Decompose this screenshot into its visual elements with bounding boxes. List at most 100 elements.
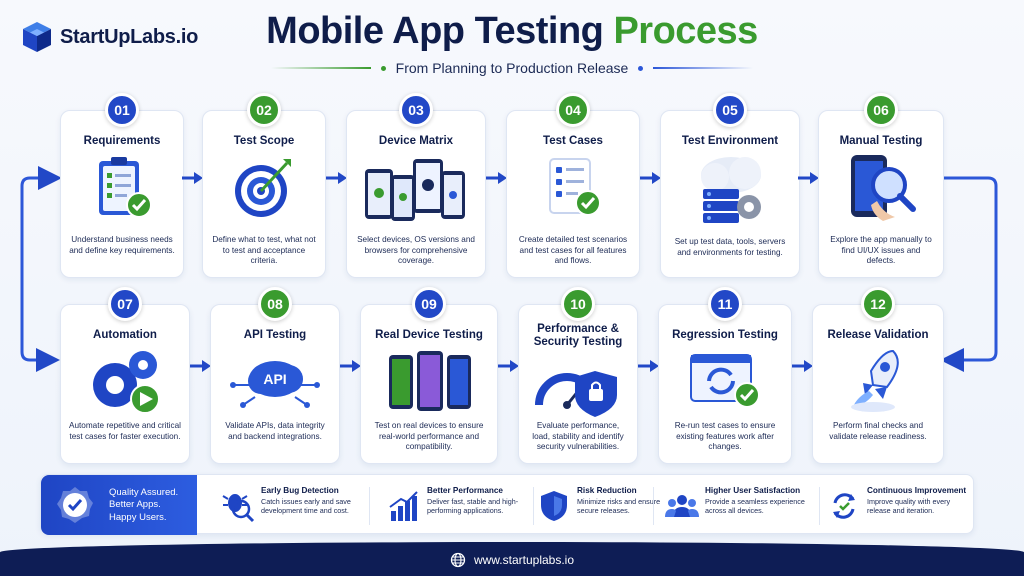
flow-arrow-icon	[340, 360, 361, 372]
benefit-description: Provide a seamless experience across all…	[705, 497, 805, 516]
gauge-shield-icon	[535, 371, 617, 417]
step-card-performance-security: 10 Performance & Security Testing Evalua…	[518, 287, 638, 464]
bug-magnifier-icon	[222, 494, 255, 523]
divider-dot	[638, 65, 644, 71]
cloud-server-icon	[701, 157, 761, 223]
growth-chart-icon	[389, 491, 418, 521]
benefit-title: Higher User Satisfaction	[705, 486, 801, 495]
step-number-badge: 10	[561, 287, 595, 321]
benefit-divider	[369, 487, 370, 525]
flow-arrow-icon	[498, 360, 519, 372]
step-card-test-scope: 02 Test Scope Define what to test, what …	[202, 93, 326, 278]
title-accent: Process	[613, 10, 758, 52]
step-card-api-testing: 08 API Testing API Validate APIs, data i…	[210, 287, 340, 464]
step-card-device-matrix: 03 Device Matrix Select devices, OS vers…	[346, 93, 486, 278]
quality-line-1: Quality Assured.	[109, 487, 179, 498]
benefit-description: Catch issues early and save development …	[261, 497, 351, 516]
footer-url-row: www.startuplabs.io	[0, 552, 1024, 568]
step-card-real-device-testing: 09 Real Device Testing Test on real devi…	[360, 287, 498, 464]
step-number-badge: 09	[412, 287, 446, 321]
devices-icon	[365, 159, 465, 221]
quality-line-3: Happy Users.	[109, 511, 167, 523]
phones-icon	[389, 351, 471, 411]
step-title: Regression Testing	[672, 329, 778, 341]
step-title: Requirements	[83, 135, 161, 147]
benefit-title: Continuous Improvement	[867, 486, 967, 495]
benefit-risk-reduction: Risk Reduction Minimize risks and ensure…	[537, 483, 677, 529]
benefit-continuous-improvement: Continuous Improvement Improve quality w…	[827, 483, 973, 529]
divider-line	[270, 67, 371, 69]
gears-play-icon	[93, 351, 160, 414]
benefit-better-performance: Better Performance Deliver fast, stable …	[387, 483, 527, 529]
step-title: Test Cases	[543, 135, 603, 147]
step-number-badge: 01	[105, 93, 139, 127]
step-title: Performance & Security Testing	[533, 323, 623, 349]
step-number-badge: 05	[713, 93, 747, 127]
phone-magnifier-icon	[851, 155, 916, 221]
step-number-badge: 03	[399, 93, 433, 127]
step-number-badge: 11	[708, 287, 742, 321]
rocket-icon	[851, 349, 899, 412]
step-number-badge: 04	[556, 93, 590, 127]
benefit-description: Deliver fast, stable and high-performing…	[427, 497, 519, 516]
benefit-early-bug-detection: Early Bug Detection Catch issues early a…	[221, 483, 361, 529]
subtitle-row: From Planning to Production Release	[0, 60, 1024, 76]
step-card-requirements: 01 Requirements Understand business need…	[60, 93, 184, 278]
flow-arrow-icon	[640, 172, 661, 184]
step-title: Automation	[93, 329, 157, 341]
step-number-badge: 12	[861, 287, 895, 321]
clipboard-checklist-icon	[99, 157, 152, 218]
quality-assured-panel: Quality Assured. Better Apps. Happy User…	[41, 475, 197, 535]
step-description: Validate APIs, data integrity and backen…	[225, 421, 325, 441]
shield-icon	[541, 491, 567, 521]
target-icon	[235, 159, 291, 217]
page-title: Mobile App Testing Process	[0, 10, 1024, 53]
step-description: Explore the app manually to find UI/UX i…	[830, 235, 932, 266]
benefit-divider	[819, 487, 820, 525]
step-description: Select devices, OS versions and browsers…	[357, 235, 475, 266]
step-number-badge: 08	[258, 287, 292, 321]
step-title: Release Validation	[827, 329, 929, 341]
left-loop-connector	[20, 176, 60, 372]
benefit-title: Early Bug Detection	[261, 486, 339, 495]
step-title: Manual Testing	[839, 135, 923, 147]
benefit-divider	[653, 487, 654, 525]
users-icon	[665, 495, 699, 517]
title-main: Mobile App Testing	[266, 10, 614, 52]
step-description: Test on real devices to ensure real-worl…	[374, 421, 484, 452]
badge-check-icon	[57, 487, 93, 523]
step-description: Re-run test cases to ensure existing fea…	[674, 421, 776, 452]
flow-arrow-icon	[638, 360, 659, 372]
step-card-automation: 07 Automation Automate repetitive and cr…	[60, 287, 190, 464]
globe-icon	[450, 552, 466, 568]
right-loop-connector	[940, 176, 998, 372]
step-number-badge: 07	[108, 287, 142, 321]
step-description: Create detailed test scenarios and test …	[518, 235, 628, 266]
benefit-title: Better Performance	[427, 486, 503, 495]
benefit-divider	[533, 487, 534, 525]
step-card-release-validation: 12 Release Validation Perform final chec…	[812, 287, 944, 464]
step-card-test-environment: 05 Test Environment Set up test data, to…	[660, 93, 800, 278]
cube-logo-icon	[23, 22, 51, 52]
benefit-higher-user-satisfaction: Higher User Satisfaction Provide a seaml…	[665, 483, 815, 529]
footer-bar: www.startuplabs.io	[0, 542, 1024, 576]
api-label: API	[263, 371, 287, 387]
footer-url[interactable]: www.startuplabs.io	[473, 553, 575, 567]
step-title: Test Environment	[681, 135, 779, 147]
flow-arrow-icon	[326, 172, 347, 184]
step-card-manual-testing: 06 Manual Testing Explore the app manual…	[818, 93, 944, 278]
step-description: Set up test data, tools, servers and env…	[674, 237, 786, 257]
step-title: Test Scope	[233, 135, 295, 147]
test-document-icon	[549, 158, 601, 216]
benefit-description: Minimize risks and ensure secure release…	[577, 497, 661, 516]
step-description: Define what to test, what not to test an…	[212, 235, 316, 266]
step-description: Evaluate performance, load, stability an…	[532, 421, 624, 452]
flow-arrow-icon	[798, 172, 819, 184]
step-description: Automate repetitive and critical test ca…	[69, 421, 181, 441]
step-number-badge: 06	[864, 93, 898, 127]
step-title: Real Device Testing	[375, 329, 483, 341]
benefit-title: Risk Reduction	[577, 486, 637, 495]
quality-text: Quality Assured. Better Apps. Happy User…	[109, 487, 178, 524]
flow-arrow-icon	[486, 172, 507, 184]
step-card-test-cases: 04 Test Cases Create detailed test scena…	[506, 93, 640, 278]
